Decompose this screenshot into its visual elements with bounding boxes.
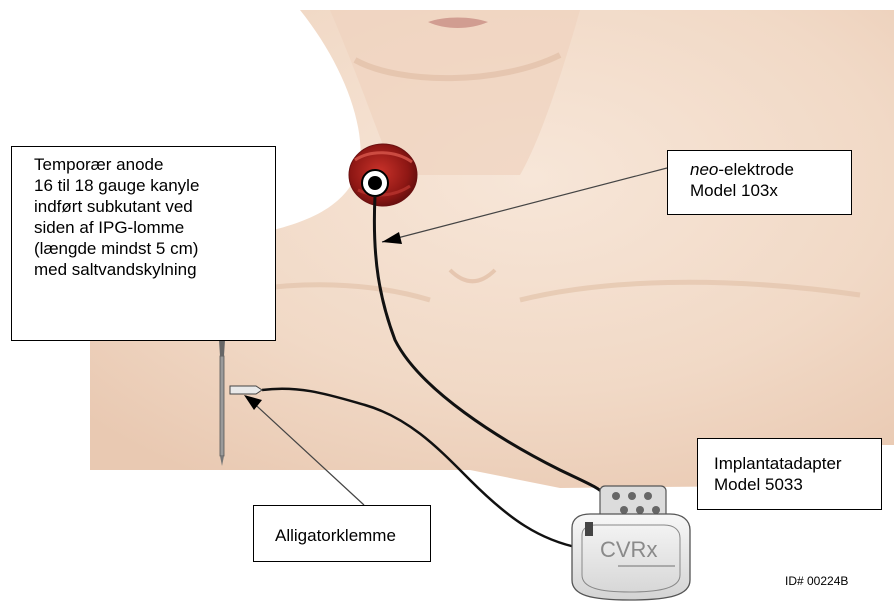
anode-line-3: indført subkutant ved (34, 196, 275, 217)
electrode-name: neo-elektrode (690, 159, 851, 180)
clip-name: Alligatorklemme (275, 525, 430, 546)
alligator-clip-body (230, 386, 262, 394)
carotid-electrode-site (349, 144, 417, 206)
ipg-device: CVRx (572, 514, 690, 600)
clip-callout: Alligatorklemme (253, 505, 431, 562)
needle-anode (219, 340, 225, 466)
anode-line-2: 16 til 18 gauge kanyle (34, 175, 275, 196)
anode-line-4: siden af IPG-lomme (34, 217, 275, 238)
anode-line-6: med saltvandskylning (34, 259, 275, 280)
image-id-label: ID# 00224B (785, 574, 848, 588)
electrode-model: Model 103x (690, 180, 851, 201)
adapter-callout: Implantatadapter Model 5033 (697, 438, 882, 510)
adapter-name: Implantatadapter (714, 453, 881, 474)
electrode-callout: neo-elektrode Model 103x (667, 150, 852, 215)
electrode-name-rest: -elektrode (718, 160, 794, 179)
anode-line-1: Temporær anode (34, 154, 275, 175)
device-brand-logo: CVRx (600, 537, 657, 562)
anode-line-5: (længde mindst 5 cm) (34, 238, 275, 259)
adapter-model: Model 5033 (714, 474, 881, 495)
electrode-name-italic: neo (690, 160, 718, 179)
anode-callout: Temporær anode 16 til 18 gauge kanyle in… (11, 146, 276, 341)
